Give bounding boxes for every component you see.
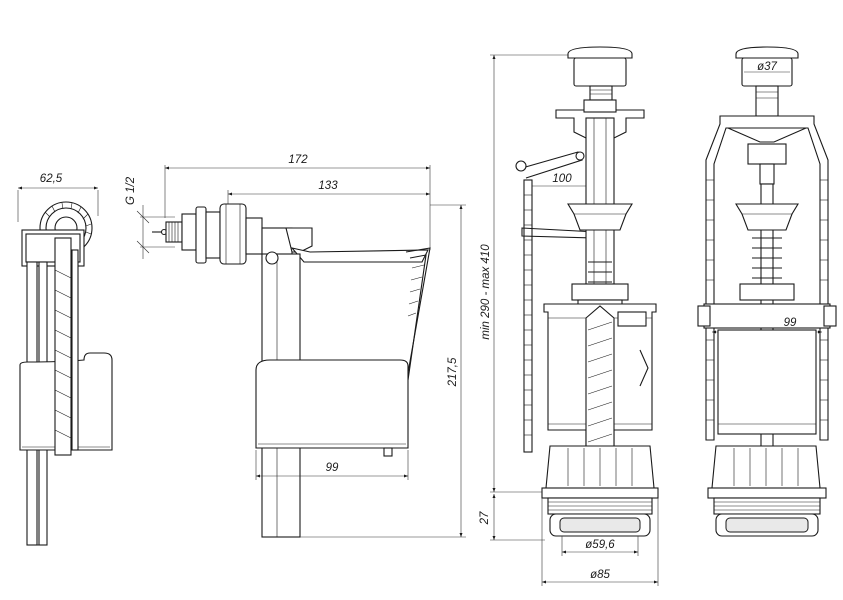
flush-valve-front-view: min 290 - max 410 27 100 [479,46,659,586]
fill-valve-side-view: 62,5 [17,173,113,546]
dim-inlet-length: 172 [288,154,308,166]
dim-outlet-inner: ø59,6 [585,539,615,551]
dim-lever-reach: 100 [552,173,572,185]
dim-float-height: 217,5 [447,357,459,387]
dim-flush-range: min 290 - max 410 [480,244,492,340]
dim-side-width: 62,5 [40,173,63,185]
flush-valve-side-view: ø37 [697,46,837,537]
dim-overflow-width: 99 [784,317,797,329]
dim-base-height: 27 [479,511,491,525]
fill-valve-front-view: G 1/2 172 133 [125,154,466,538]
dim-thread: G 1/2 [125,176,137,205]
dim-inlet-body: 133 [318,180,338,192]
dim-button-diameter: ø37 [757,61,777,73]
dim-outlet-outer: ø85 [590,569,610,581]
dim-float-width: 99 [326,462,339,474]
